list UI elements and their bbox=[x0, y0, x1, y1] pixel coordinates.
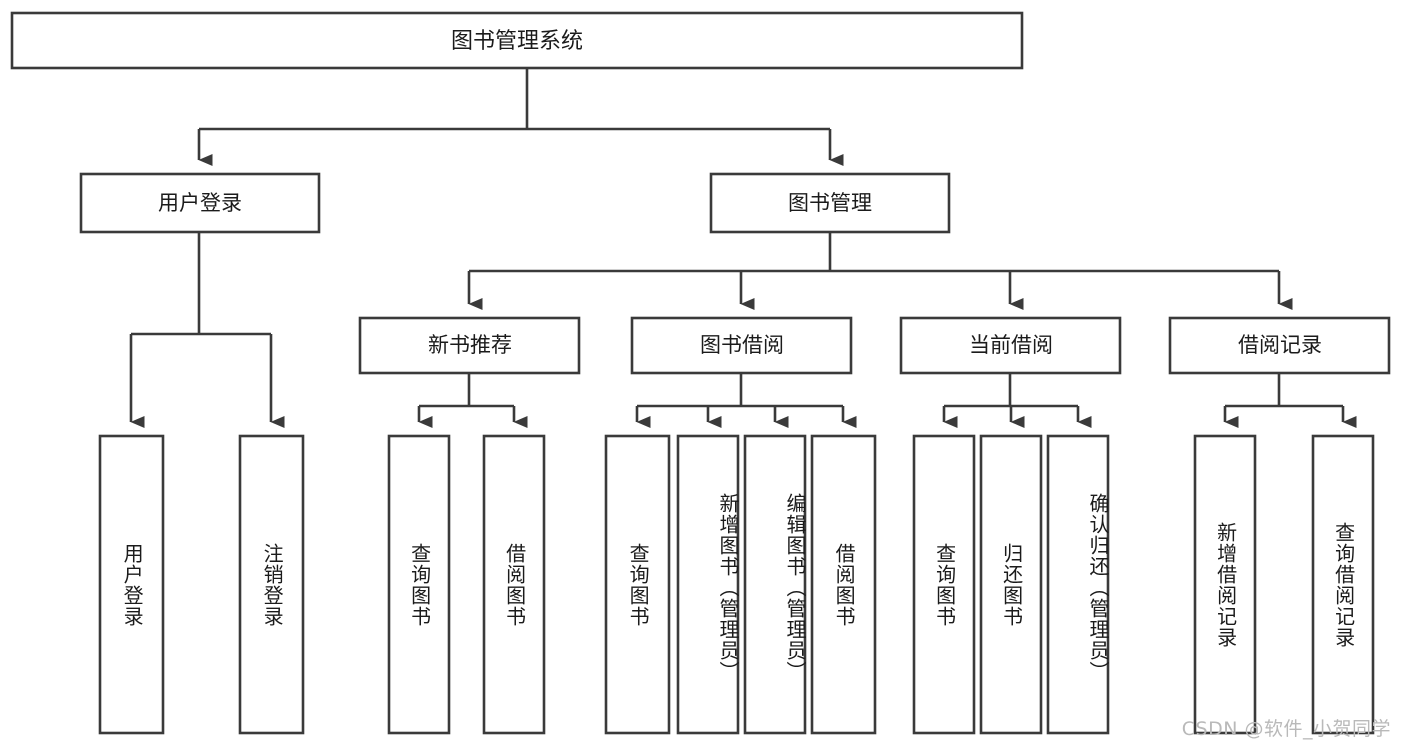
node-root-system-label: 图书管理系统 bbox=[451, 29, 583, 54]
leaf-box-add-borrow-record[interactable] bbox=[1193, 434, 1257, 735]
leaf-box-logout[interactable] bbox=[238, 434, 305, 735]
node-book-management[interactable]: 图书管理 bbox=[709, 172, 951, 234]
connector-borrow-to-leaves bbox=[635, 373, 857, 428]
node-new-book-recommend-label: 新书推荐 bbox=[428, 333, 512, 357]
csdn-watermark: CSDN @软件_小贺同学 bbox=[1181, 718, 1391, 740]
leaf-box-borrow-book[interactable] bbox=[810, 434, 877, 735]
connector-newbook-to-leaves bbox=[417, 373, 528, 428]
node-user-login-label: 用户登录 bbox=[158, 191, 242, 215]
leaf-box-add-book-admin[interactable] bbox=[676, 434, 740, 735]
node-book-borrow[interactable]: 图书借阅 bbox=[630, 316, 853, 375]
leaf-box-user-login[interactable] bbox=[98, 434, 165, 735]
node-borrow-records-label: 借阅记录 bbox=[1238, 333, 1322, 357]
leaf-box-confirm-return-admin[interactable] bbox=[1046, 434, 1110, 735]
connector-root-to-level2 bbox=[197, 68, 844, 166]
leaf-box-query-book-current[interactable] bbox=[912, 434, 976, 735]
leaf-box-borrow-book-new[interactable] bbox=[482, 434, 546, 735]
connector-current-to-leaves bbox=[942, 373, 1092, 428]
node-current-borrow[interactable]: 当前借阅 bbox=[899, 316, 1122, 375]
node-book-borrow-label: 图书借阅 bbox=[700, 333, 784, 357]
leaf-box-query-book-new[interactable] bbox=[387, 434, 451, 735]
connector-userlogin-to-leaves bbox=[129, 232, 285, 428]
leaf-box-edit-book-admin[interactable] bbox=[743, 434, 807, 735]
node-current-borrow-label: 当前借阅 bbox=[969, 333, 1053, 357]
leaf-boxes-group bbox=[98, 434, 1375, 735]
connector-records-to-leaves bbox=[1223, 373, 1357, 428]
node-book-management-label: 图书管理 bbox=[788, 191, 872, 215]
leaf-box-query-borrow-record[interactable] bbox=[1311, 434, 1375, 735]
node-user-login[interactable]: 用户登录 bbox=[79, 172, 321, 234]
node-new-book-recommend[interactable]: 新书推荐 bbox=[358, 316, 581, 375]
node-borrow-records[interactable]: 借阅记录 bbox=[1168, 316, 1391, 375]
leaf-box-return-book[interactable] bbox=[979, 434, 1043, 735]
connector-bookmgmt-to-level3 bbox=[467, 232, 1293, 310]
leaf-box-query-book-borrow[interactable] bbox=[604, 434, 671, 735]
node-root-system[interactable]: 图书管理系统 bbox=[10, 11, 1024, 70]
